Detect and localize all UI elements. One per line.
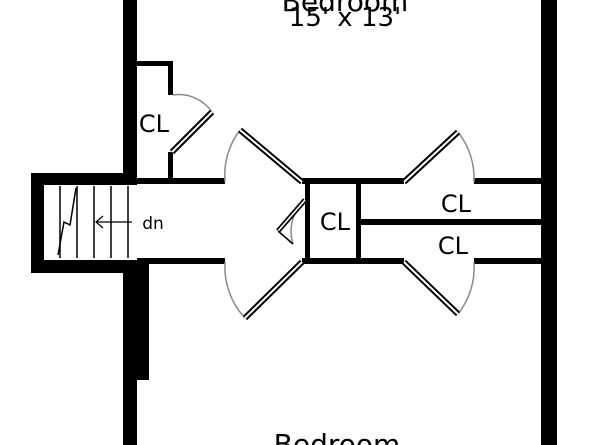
hall-lower-wall-b: [302, 258, 404, 264]
hall-door-upper-right: [401, 129, 475, 185]
top-left-closet: [137, 61, 173, 180]
tl-closet-top-wall: [137, 61, 173, 66]
stair-arrow-icon: [95, 215, 132, 229]
center-closet-right-wall: [356, 182, 361, 262]
hall-lower-wall-c: [474, 258, 541, 264]
hall-door-lower-right: [401, 259, 475, 317]
hall-lower-wall-a: [137, 258, 225, 264]
exterior-walls: [123, 0, 557, 445]
doors: [169, 93, 475, 321]
closet-label-center: CL: [320, 208, 351, 236]
hall-upper-wall-c: [474, 178, 541, 184]
top-room-name: Bedroom: [282, 0, 409, 18]
stair-wall-top: [31, 173, 137, 185]
hall-upper-wall-a: [137, 178, 225, 184]
closet-label-top-left: CL: [139, 110, 170, 138]
stair-wall-bottom: [31, 260, 137, 273]
top-room-dimensions: 15' x 13': [289, 3, 401, 33]
stair-break-line: [57, 187, 77, 256]
left-wall-upper: [123, 0, 137, 182]
left-wall-lower-thick: [137, 262, 149, 380]
stair-box: [31, 173, 137, 273]
tl-closet-door: [169, 93, 215, 155]
hall-upper-wall-b: [302, 178, 404, 184]
right-closet-divider: [361, 219, 541, 225]
stair-wall-left: [31, 173, 44, 273]
left-wall-lower: [123, 262, 137, 445]
stairs-label: dn: [142, 214, 164, 234]
bottom-room-name: Bedroom: [274, 428, 401, 445]
center-closet: [305, 182, 361, 262]
tl-closet-right-wall: [168, 61, 173, 95]
right-wall: [541, 0, 557, 445]
center-closet-door: [276, 198, 307, 245]
hall-door-lower-left: [224, 259, 305, 321]
closet-label-right-upper: CL: [441, 190, 472, 218]
tl-closet-right-wall-lower: [168, 152, 173, 180]
closet-label-right-lower: CL: [438, 232, 469, 260]
center-closet-left-wall: [305, 182, 310, 262]
hallway-walls: [137, 178, 541, 264]
hall-door-upper-left: [223, 127, 304, 185]
